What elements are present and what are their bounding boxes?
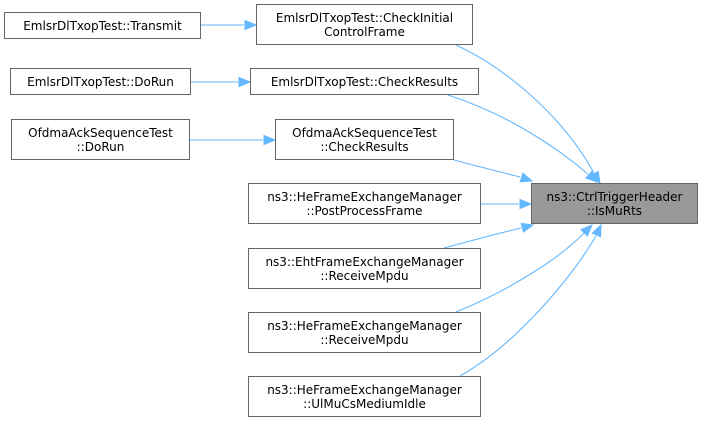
node-transmit[interactable]: EmlsrDlTxopTest::Transmit [4,12,201,39]
node-eht-receive-mpdu[interactable]: ns3::EhtFrameExchangeManager ::ReceiveMp… [248,248,481,289]
node-emlsr-check-results[interactable]: EmlsrDlTxopTest::CheckResults [250,68,479,95]
node-label: ::IsMuRts [586,203,643,218]
edge-arrowhead [519,172,534,183]
node-ofdma-check-results[interactable]: OfdmaAckSequenceTest ::CheckResults [275,119,454,160]
edge-line [455,232,585,313]
node-label: EmlsrDlTxopTest::CheckResults [270,74,459,89]
edge-arrowhead [591,223,602,238]
node-he-post-process-frame[interactable]: ns3::HeFrameExchangeManager ::PostProces… [248,183,481,224]
node-label: ns3::HeFrameExchangeManager [267,189,462,204]
node-label: ns3::EhtFrameExchangeManager [265,254,464,269]
edge-arrowhead [520,222,535,233]
node-label: ::CheckResults [320,139,409,154]
node-label: ns3::HeFrameExchangeManager [267,318,462,333]
edge-he_ulmucs-to-target [459,223,602,377]
edge-arrowhead [584,170,598,183]
edge-he_receive-to-target [455,224,593,313]
node-label: ::DoRun [76,139,125,154]
edge-line [455,44,595,174]
node-label: EmlsrDlTxopTest::Transmit [23,18,182,33]
edge-line [453,159,521,178]
edge-he_postprocess-to-target [481,198,533,210]
node-check-initial-control-frame[interactable]: EmlsrDlTxopTest::CheckInitial ControlFra… [256,4,473,45]
node-he-receive-mpdu[interactable]: ns3::HeFrameExchangeManager ::ReceiveMpd… [248,312,481,353]
edge-arrowhead [238,76,252,88]
edge-dorun_ofdma-to-check_results_ofdma [190,134,277,146]
node-label: OfdmaAckSequenceTest [28,125,173,140]
node-label: ::ReceiveMpdu [320,332,409,347]
edge-transmit-to-check_initial [201,19,258,31]
node-label: OfdmaAckSequenceTest [292,125,437,140]
edge-arrowhead [244,19,258,31]
edge-line [459,235,597,377]
edge-check_initial-to-target [455,44,601,185]
node-label: EmlsrDlTxopTest::DoRun [27,74,174,89]
node-he-ul-mu-cs-medium-idle[interactable]: ns3::HeFrameExchangeManager ::UlMuCsMedi… [248,376,481,417]
node-label: ControlFrame [324,24,405,39]
node-label: EmlsrDlTxopTest::CheckInitial [275,10,454,25]
edge-line [443,227,522,249]
node-label: ::PostProcessFrame [306,203,423,218]
node-label: ::ReceiveMpdu [320,268,409,283]
edge-arrowhead [580,224,593,237]
node-emlsr-dorun[interactable]: EmlsrDlTxopTest::DoRun [10,68,191,95]
edge-arrowhead [263,134,277,146]
edge-dorun_emlsr-to-check_results_emlsr [191,76,252,88]
edge-arrowhead [519,198,533,210]
edge-eht_receive-to-target [443,222,535,249]
node-target-is-mu-rts: ns3::CtrlTriggerHeader ::IsMuRts [531,183,698,224]
node-label: ns3::CtrlTriggerHeader [546,189,683,204]
node-label: ::UlMuCsMediumIdle [303,396,426,411]
edge-check_results_ofdma-to-target [453,159,534,183]
edge-line [447,94,589,175]
node-ofdma-dorun[interactable]: OfdmaAckSequenceTest ::DoRun [11,119,190,160]
edge-check_results_emlsr-to-target [447,94,598,183]
node-label: ns3::HeFrameExchangeManager [267,382,462,397]
